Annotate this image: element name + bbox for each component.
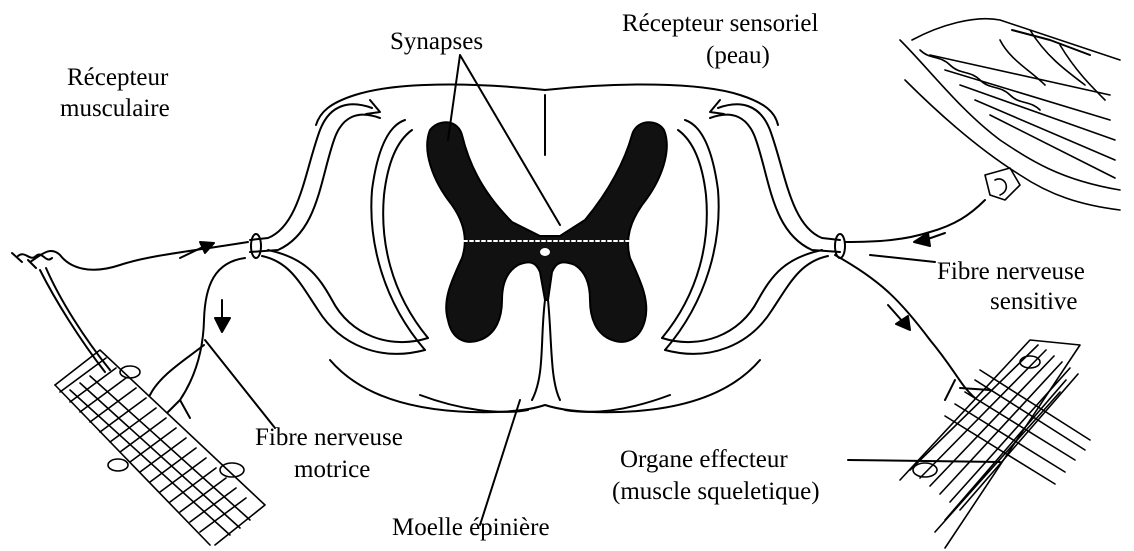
leader-fibre-sensitive <box>870 255 935 262</box>
label-recepteur-musculaire-1: Récepteur <box>67 64 168 91</box>
sensory-fibre-right <box>845 200 985 242</box>
label-recepteur-musculaire-2: musculaire <box>60 95 170 122</box>
label-synapses: Synapses <box>390 28 483 55</box>
skin <box>900 19 1120 210</box>
leader-recepteur-sensoriel <box>1012 30 1090 55</box>
label-organe-effecteur-2: (muscle squeletique) <box>612 478 820 505</box>
leader-moelle <box>480 400 520 525</box>
leader-organe-effecteur <box>848 460 1000 462</box>
label-fibre-motrice-1: Fibre nerveuse <box>255 424 403 451</box>
label-organe-effecteur-1: Organe effecteur <box>620 446 788 473</box>
label-recepteur-sensoriel: Récepteur sensoriel <box>622 10 818 37</box>
label-moelle-epiniere: Moelle épinière <box>392 514 550 541</box>
grey-matter <box>427 122 667 342</box>
label-peau: (peau) <box>706 42 770 69</box>
label-fibre-sensitive-1: Fibre nerveuse <box>937 258 1085 285</box>
left-nerve-roots <box>250 100 428 354</box>
right-muscle <box>900 340 1090 548</box>
left-muscle <box>55 350 265 545</box>
label-fibre-motrice-2: motrice <box>294 456 370 483</box>
right-nerve-roots <box>662 100 845 354</box>
label-fibre-sensitive-2: sensitive <box>990 288 1078 315</box>
